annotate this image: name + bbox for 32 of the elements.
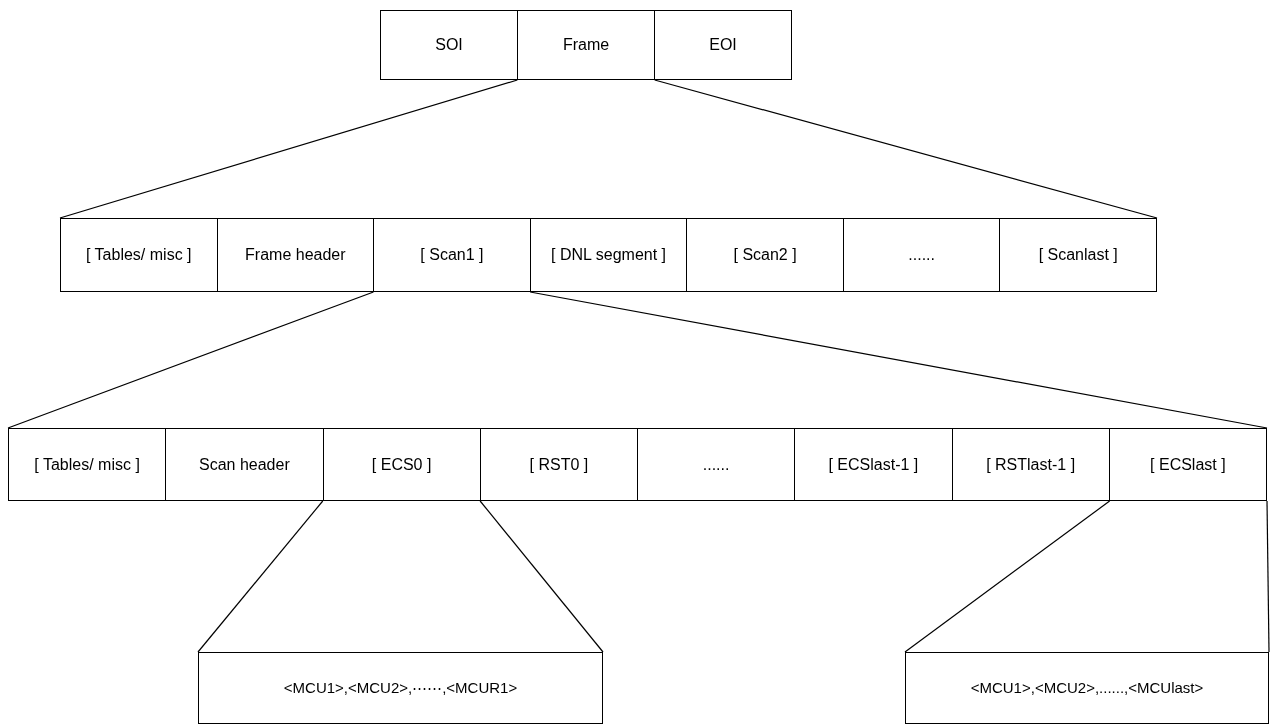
segment-cell: Scan header bbox=[165, 429, 323, 500]
segment-cell: [ ECSlast ] bbox=[1108, 429, 1266, 500]
expansion-line bbox=[654, 79, 1158, 219]
data-box bbox=[905, 652, 1269, 724]
segment-cell: [ RSTlast-1 ] bbox=[951, 429, 1109, 500]
segment-cell: [ RST0 ] bbox=[479, 429, 637, 500]
box-text: <MCU1>,<MCU2>,⋯⋯,<MCUR1> bbox=[283, 677, 518, 698]
segment-cell: [ ECSlast-1 ] bbox=[794, 429, 952, 500]
expansion-line bbox=[904, 500, 1111, 653]
expansion-line bbox=[59, 79, 518, 219]
segment-cell: EOI bbox=[654, 11, 791, 79]
segment-row bbox=[60, 218, 1157, 292]
box-text: <MCU1>,<MCU2>,......,<MCUlast> bbox=[970, 677, 1204, 698]
segment-cell: SOI bbox=[381, 11, 517, 79]
segment-cell: Frame header bbox=[216, 219, 374, 291]
segment-cell: [ ECS0 ] bbox=[322, 429, 480, 500]
expansion-line bbox=[1266, 500, 1270, 653]
segment-row bbox=[8, 428, 1267, 501]
segment-cell: Frame bbox=[517, 11, 654, 79]
data-box bbox=[198, 652, 603, 724]
segment-cell: ...... bbox=[842, 219, 1000, 291]
segment-cell: [ Scanlast ] bbox=[999, 219, 1157, 291]
expansion-line bbox=[479, 500, 604, 653]
segment-cell: [ DNL segment ] bbox=[529, 219, 687, 291]
segment-cell: [ Tables/ misc ] bbox=[61, 219, 217, 291]
segment-cell: ...... bbox=[637, 429, 795, 500]
segment-cell: [ Scan2 ] bbox=[686, 219, 843, 291]
expansion-line bbox=[7, 291, 375, 429]
segment-row bbox=[380, 10, 792, 80]
expansion-line bbox=[197, 500, 324, 653]
segment-cell: [ Scan1 ] bbox=[373, 219, 530, 291]
segment-cell: [ Tables/ misc ] bbox=[9, 429, 166, 500]
